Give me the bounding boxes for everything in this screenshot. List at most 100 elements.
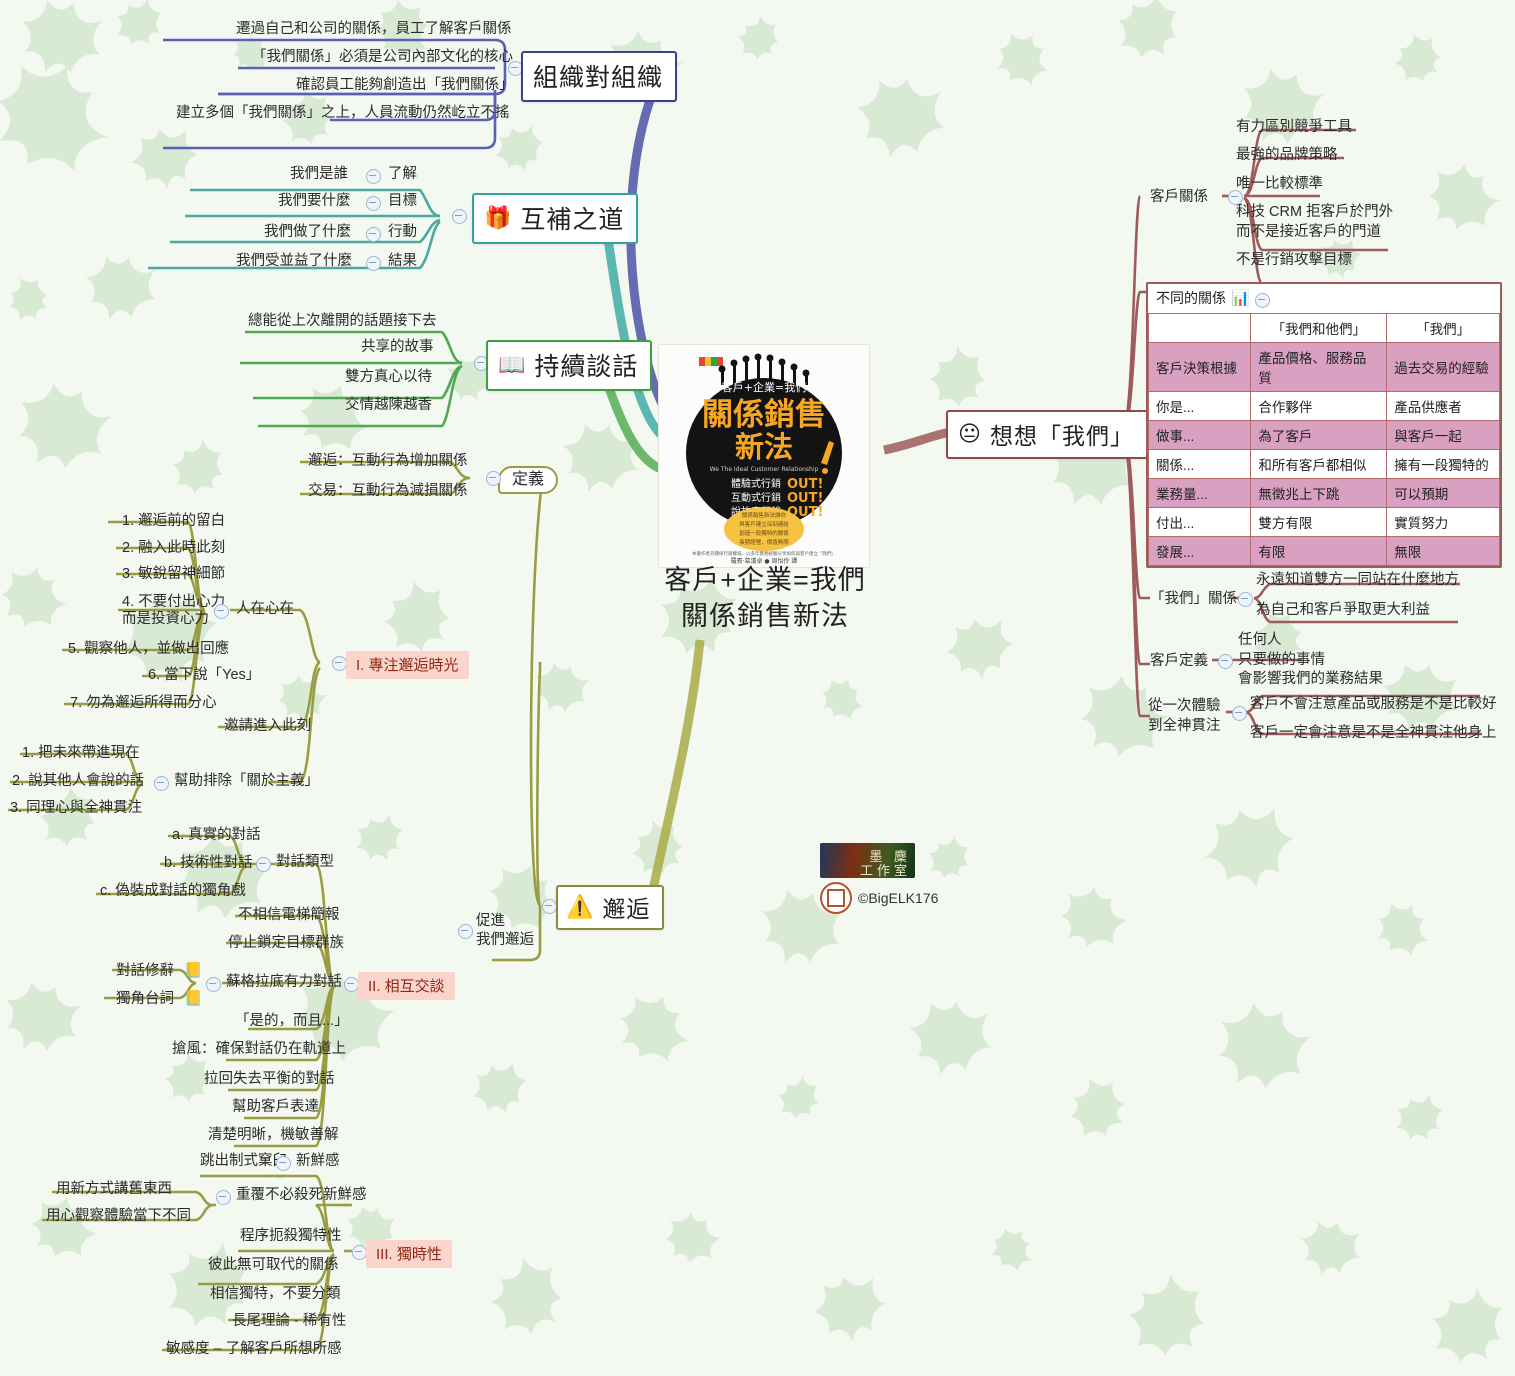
studio-logo: 墨 麇 工作室 — [820, 843, 915, 878]
socratic-toggle[interactable] — [206, 977, 221, 992]
sec3-child-3: 長尾理論 - 稀有性 — [232, 1313, 347, 1329]
talk-child-0: 總能從上次離開的話題接下去 — [248, 313, 437, 329]
dialog-type-toggle[interactable] — [256, 857, 271, 872]
customer-definition-toggle[interactable] — [1218, 654, 1233, 669]
table-cell: 實質努力 — [1386, 507, 1500, 537]
sec3-child-0: 程序扼殺獨特性 — [240, 1228, 342, 1244]
sec2-more-1: 搶風：確保對話仍在軌道上 — [172, 1041, 346, 1057]
topic-continuous-talk-label: 持續談話 — [534, 353, 639, 381]
section3-toggle[interactable] — [352, 1245, 367, 1260]
section-3-label[interactable]: III. 獨時性 — [366, 1240, 452, 1268]
table-cell: 你是... — [1147, 391, 1252, 421]
socratic-sub-1: 獨角台詞 — [116, 991, 174, 1007]
table-header-row: 「我們和他們」「我們」 — [1147, 313, 1500, 343]
sec3-child-4: 敏感度 – 了解客戶所想所感 — [166, 1341, 342, 1357]
topic-continuous-talk[interactable]: 📖 持續談話 — [486, 340, 653, 391]
invite-present-moment: 邀請進入此刻 — [224, 718, 311, 734]
dialog-type-item-1: b. 技術性對話 — [164, 855, 253, 871]
complement-a-1: 目標 — [388, 193, 417, 209]
customer-relation-toggle[interactable] — [1228, 190, 1243, 205]
socratic-sub-0: 對話修辭 — [116, 963, 174, 979]
studio-logo-line2: 工作室 — [859, 863, 911, 878]
complement-collapse-toggle[interactable] — [452, 209, 467, 224]
we-relation-toggle[interactable] — [1238, 592, 1253, 607]
promote-toggle[interactable] — [458, 924, 473, 939]
experience-label: 從一次體驗 到全神貫注 — [1148, 698, 1221, 734]
complement-toggle-3[interactable] — [366, 256, 381, 271]
topic-encounter-label: 邂逅 — [602, 896, 651, 922]
experience-child-1: 客戶一定會注意是不是全神貫注他身上 — [1250, 725, 1497, 741]
topic-think-we[interactable]: 😐 想想「我們」 — [946, 410, 1148, 459]
svg-text:新法: 新法 — [735, 430, 793, 464]
table-row: 你是...合作夥伴產品供應者 — [1147, 391, 1500, 421]
topic-complement[interactable]: 🎁 互補之道 — [472, 193, 639, 244]
talk-child-2: 雙方真心以待 — [345, 369, 432, 385]
aboutism-toggle[interactable] — [154, 776, 169, 791]
section1-toggle[interactable] — [332, 656, 347, 671]
topic-think-we-label: 想想「我們」 — [989, 423, 1134, 449]
different-relation-label: 不同的關係 — [1156, 290, 1226, 306]
repeat-child-0: 用新方式講舊東西 — [56, 1181, 172, 1197]
page-title-line2: 關係銷售新法 — [681, 601, 849, 632]
definition-child-0: 邂逅：互動行為增加關係 — [308, 453, 468, 469]
table-row: 做事...為了客戶與客戶一起 — [1147, 420, 1500, 450]
table-cell: 做事... — [1147, 420, 1252, 450]
different-relation-toggle[interactable] — [1254, 292, 1270, 308]
svg-text:與客戶建立深刻連結: 與客戶建立深刻連結 — [739, 520, 789, 528]
sec2-more-2: 拉回失去平衡的對話 — [204, 1071, 335, 1087]
sec2-more-4: 清楚明晰，機敏善解 — [208, 1127, 339, 1143]
table-cell: 發展... — [1147, 536, 1252, 566]
section2-toggle[interactable] — [344, 977, 359, 992]
complement-toggle-0[interactable] — [366, 169, 381, 184]
table-cell: 業務量... — [1147, 478, 1252, 508]
heart-present-label: 人在心在 — [236, 601, 294, 617]
customer-relation-child-1: 最強的品牌策略 — [1236, 147, 1338, 163]
customer-relation-child-3: 科技 CRM 拒客戶於門外 而不是接近客戶的門道 — [1236, 204, 1394, 240]
sec2-child-0: 不相信電梯簡報 — [238, 907, 340, 923]
definition-label: 定義 — [498, 466, 559, 494]
repeat-toggle[interactable] — [216, 1190, 231, 1205]
definition-child-1: 交易：互動行為減損關係 — [308, 483, 468, 499]
definition-toggle[interactable] — [486, 471, 501, 486]
table-row: 客戶決策根據產品價格、服務品質過去交易的經驗 — [1147, 342, 1500, 392]
heart-present-item-2: 3. 敏銳留神細節 — [122, 566, 226, 582]
note-icon-1: 📒 — [184, 962, 203, 979]
different-relation-table: 「我們和他們」「我們」客戶決策根據產品價格、服務品質過去交易的經驗你是...合作… — [1147, 313, 1500, 566]
table-cell: 可以預期 — [1386, 478, 1500, 508]
talk-child-3: 交情越陳越香 — [345, 397, 432, 413]
seal-icon — [820, 882, 852, 914]
section-2-label[interactable]: II. 相互交談 — [358, 972, 455, 1000]
freshness-toggle[interactable] — [276, 1156, 291, 1171]
heart-present-item-5: 6. 當下說「Yes」 — [148, 667, 261, 683]
svg-text:We The Ideal Customer Relation: We The Ideal Customer Relationship — [710, 466, 819, 473]
table-cell: 產品供應者 — [1386, 391, 1500, 421]
svg-text:長期經營，價值無限: 長期經營，價值無限 — [739, 538, 789, 546]
heart-present-toggle[interactable] — [214, 604, 229, 619]
experience-toggle[interactable] — [1232, 706, 1247, 721]
section-1-label[interactable]: I. 專注邂逅時光 — [346, 651, 469, 679]
customer-definition-label: 客戶定義 — [1150, 653, 1208, 669]
complement-toggle-1[interactable] — [366, 196, 381, 211]
complement-toggle-2[interactable] — [366, 227, 381, 242]
table-row: 發展...有限無限 — [1147, 536, 1500, 566]
we-relation-child-1: 為自己和客戶爭取更大利益 — [1256, 602, 1430, 618]
bar-chart-icon: 📊 — [1231, 290, 1250, 307]
table-cell: 和所有客戶都相似 — [1250, 449, 1388, 479]
repeat-label: 重覆不必殺死新鮮感 — [236, 1187, 367, 1203]
encounter-collapse-toggle[interactable] — [542, 899, 557, 914]
topic-organization[interactable]: 組織對組織 — [521, 51, 678, 102]
page-title-line1: 客戶+企業=我們 — [664, 565, 866, 595]
socratic-label: 蘇格拉底有力對話 — [226, 974, 342, 990]
topic-encounter[interactable]: ⚠️ 邂逅 — [556, 885, 665, 930]
dialog-type-item-0: a. 真實的對話 — [172, 827, 261, 843]
svg-text:羅賓‧慕漢卓 ● 周怡伶 譯: 羅賓‧慕漢卓 ● 周怡伶 譯 — [731, 557, 798, 565]
table-row: 關係...和所有客戶都相似擁有一段獨特的 — [1147, 449, 1500, 479]
svg-text:OUT!: OUT! — [787, 477, 823, 492]
complement-a-3: 結果 — [388, 253, 417, 269]
svg-text:體驗式行銷: 體驗式行銷 — [731, 477, 781, 490]
table-cell: 過去交易的經驗 — [1386, 342, 1500, 392]
table-row: 付出...雙方有限實質努力 — [1147, 507, 1500, 537]
customer-relation-child-2: 唯一比較標準 — [1236, 176, 1323, 192]
org-child-1: 「我們關係」必須是公司內部文化的核心 — [252, 49, 513, 65]
aboutism-label: 幫助排除「關於主義」 — [174, 773, 319, 789]
